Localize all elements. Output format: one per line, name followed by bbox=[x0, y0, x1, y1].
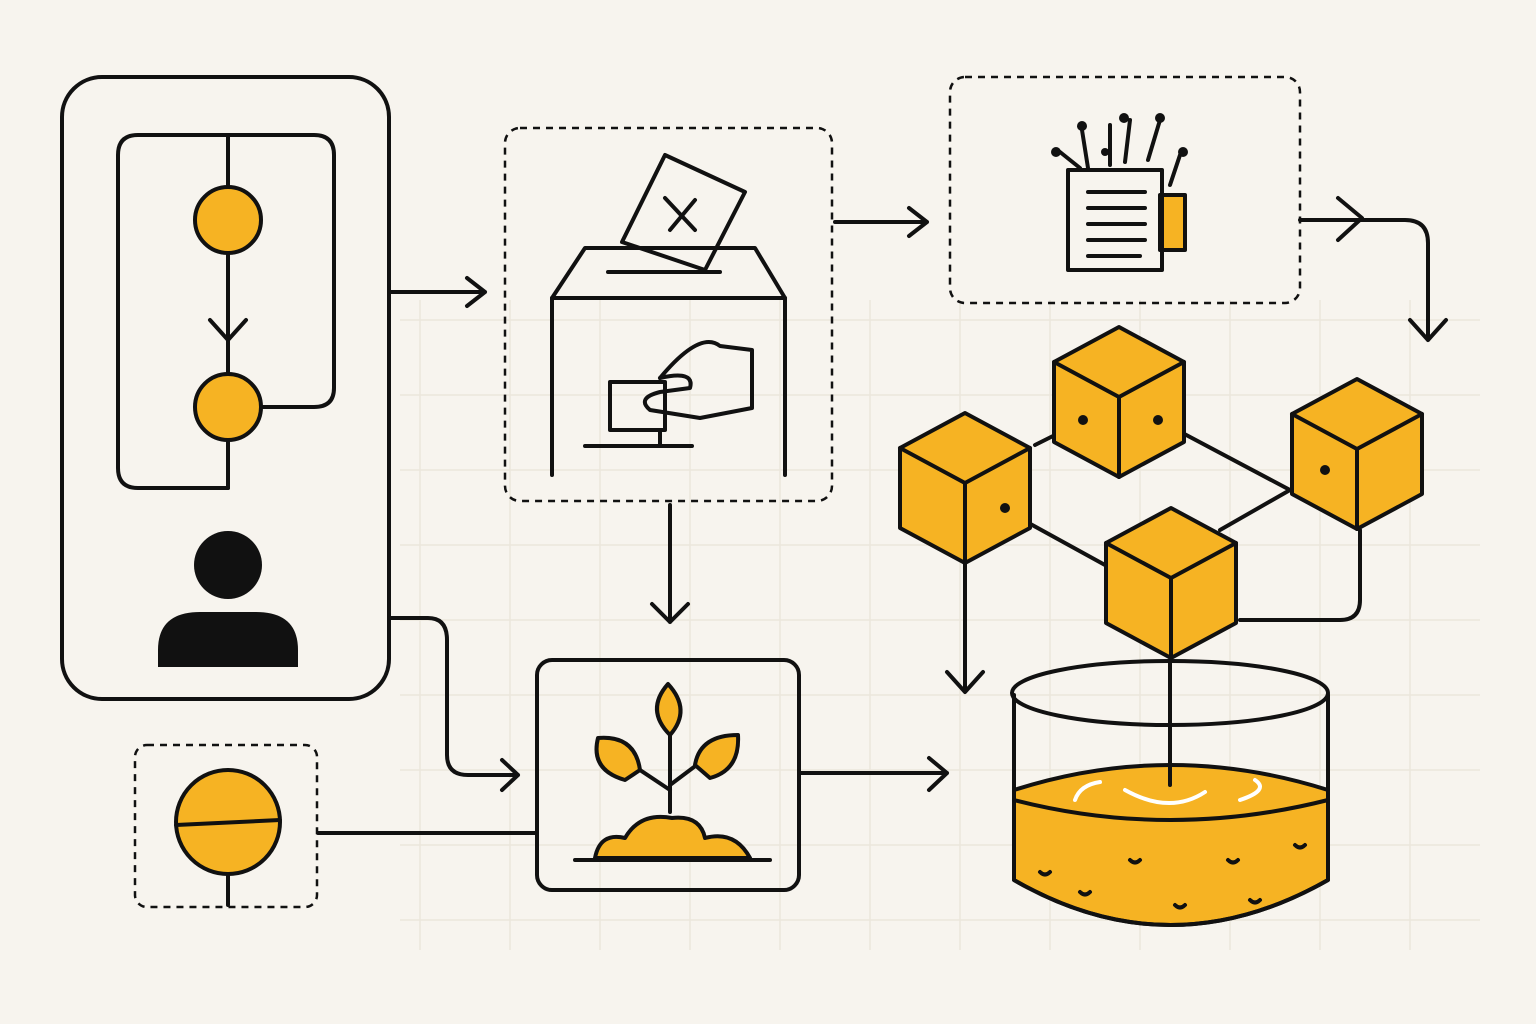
user-icon bbox=[158, 531, 298, 667]
plant-growth-icon bbox=[573, 682, 772, 862]
token-icon bbox=[174, 768, 282, 907]
block-cube-4 bbox=[1104, 506, 1238, 660]
blockchain-icon bbox=[898, 325, 1424, 787]
connector-arrows bbox=[316, 196, 1448, 835]
workflow-icon bbox=[116, 133, 336, 490]
liquidity-pool-icon bbox=[1010, 659, 1330, 927]
block-cube-3 bbox=[1290, 377, 1424, 531]
token-step bbox=[133, 743, 319, 909]
workflow-node-2 bbox=[193, 372, 263, 442]
proposal-step bbox=[948, 75, 1302, 305]
user-workflow-panel bbox=[60, 75, 391, 701]
document-mug-icon bbox=[1051, 113, 1188, 272]
block-cube-1 bbox=[898, 411, 1032, 565]
ballot-box-icon bbox=[550, 153, 787, 477]
workflow-node-1 bbox=[193, 185, 263, 255]
voting-step bbox=[503, 126, 834, 503]
growth-step bbox=[535, 658, 801, 892]
block-cube-2 bbox=[1052, 325, 1186, 479]
